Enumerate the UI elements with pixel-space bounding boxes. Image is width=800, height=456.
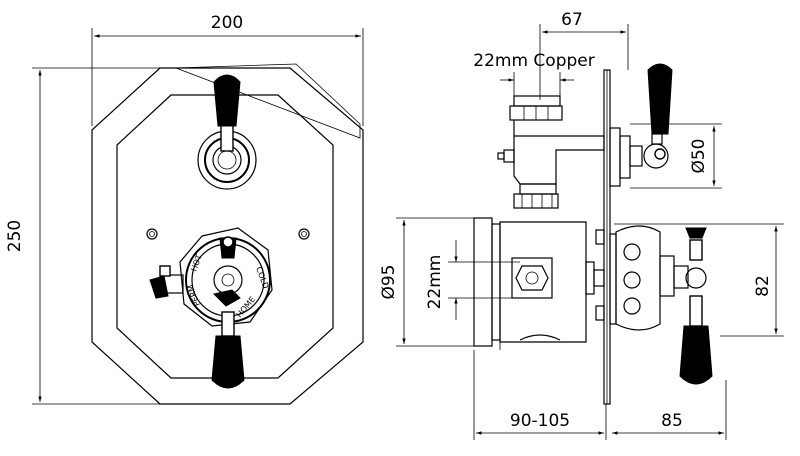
dim-side-depth-top-label: 67 xyxy=(561,10,583,30)
thermostatic-control: HOT PERM HOME COLD xyxy=(149,227,273,389)
pipe-copper-label: 22mm Copper xyxy=(473,51,594,71)
dial-label-hot: HOT xyxy=(189,253,203,272)
dim-outlet-diameter-label: Ø50 xyxy=(689,138,709,173)
dim-handle-spacing: 82 xyxy=(614,223,784,337)
side-thermostat-handle xyxy=(609,225,713,385)
dim-front-width: 200 xyxy=(91,13,364,126)
front-plate-outline xyxy=(91,67,364,405)
side-upper-diverter xyxy=(497,95,605,209)
dim-wall-depth-label: 90-105 xyxy=(510,411,570,431)
dim-pipe-size: 22mm xyxy=(425,240,520,320)
dim-body-diameter-label: Ø95 xyxy=(379,264,399,299)
front-view: HOT PERM HOME COLD 200 250 xyxy=(5,13,364,405)
dim-front-height-label: 250 xyxy=(5,220,25,252)
dim-front-width-label: 200 xyxy=(211,13,243,33)
dim-handle-spacing-label: 82 xyxy=(753,275,773,297)
dim-body-diameter: Ø95 xyxy=(379,217,478,347)
dim-wall-depth: 90-105 xyxy=(473,350,607,440)
dim-outlet-diameter: Ø50 xyxy=(630,123,722,189)
dim-front-height: 250 xyxy=(5,67,172,405)
side-view: 67 22mm Copper Ø50 Ø95 xyxy=(379,10,784,440)
dim-pipe-copper: 22mm Copper xyxy=(473,51,595,96)
dim-handle-projection: 85 xyxy=(612,380,727,440)
front-plate-inner xyxy=(116,94,334,379)
upper-diverter xyxy=(197,74,257,190)
fixing-screw-left xyxy=(146,228,158,240)
dial-label-perm: PERM xyxy=(186,283,202,307)
dim-side-depth-top: 67 xyxy=(539,10,629,100)
side-upper-handle xyxy=(609,63,673,187)
dim-pipe-size-label: 22mm xyxy=(425,255,445,310)
side-main-body xyxy=(473,217,605,350)
dim-handle-projection-label: 85 xyxy=(661,411,683,431)
fixing-screw-right xyxy=(298,228,310,240)
